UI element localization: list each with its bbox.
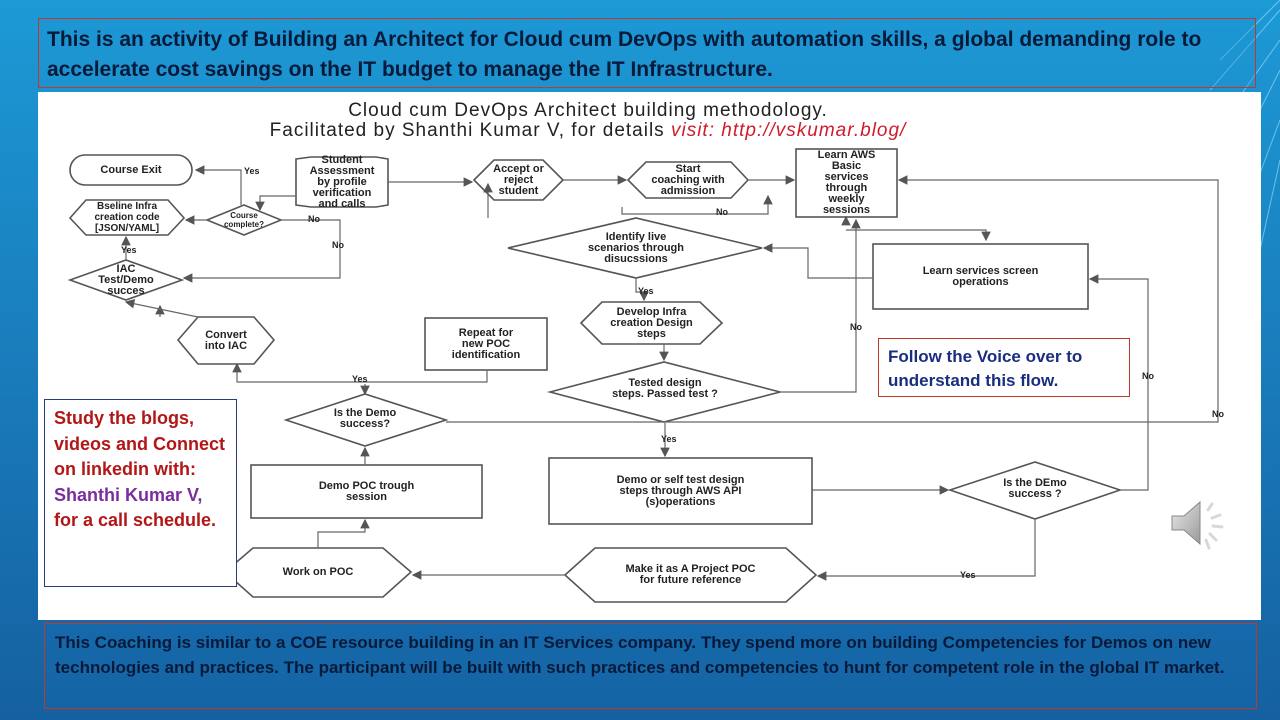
node-baseline-infra: Bseline Infra creation code [JSON/YAML] xyxy=(94,201,160,234)
edge-label-no-3: No xyxy=(716,207,728,217)
footer-text: This Coaching is similar to a COE resour… xyxy=(55,633,1225,677)
node-learn-aws: Learn AWS Basic services through weekly … xyxy=(817,149,876,216)
node-learn-screen: Learn services screen operations xyxy=(922,264,1039,288)
node-demo-poc: Demo POC trough session xyxy=(318,479,415,503)
edge-label-yes-4: Yes xyxy=(352,374,368,384)
node-develop-infra: Develop Infra creation Design steps xyxy=(610,305,693,340)
iac-test-shape xyxy=(67,259,185,301)
connectors xyxy=(121,165,1219,581)
speaker-icon[interactable] xyxy=(1168,492,1232,554)
edge-label-no-5: No xyxy=(1142,371,1154,381)
repeat-poc-shape xyxy=(424,317,548,371)
learn-aws-shape xyxy=(795,148,898,218)
demo-poc-shape xyxy=(250,464,483,519)
node-demo-self-test: Demo or self test design steps through A… xyxy=(616,474,745,508)
develop-infra-shape xyxy=(579,301,724,345)
node-iac-test: IAC Test/Demo succes xyxy=(98,262,154,297)
diagram-title-line1: Cloud cum DevOps Architect building meth… xyxy=(348,100,828,121)
header-text: This is an activity of Building an Archi… xyxy=(47,28,1202,81)
edge-label-no-2: No xyxy=(332,240,344,250)
node-project-poc: Make it as A Project POC for future refe… xyxy=(625,563,756,586)
blogs-note-name[interactable]: Shanthi Kumar V, xyxy=(54,484,203,505)
course-exit-shape xyxy=(69,154,193,186)
edge-label-no-6: No xyxy=(1212,409,1224,419)
baseline-infra-shape xyxy=(68,199,186,236)
diagram-title-line2: Facilitated by Shanthi Kumar V, for deta… xyxy=(38,120,1138,142)
edge-label-no-1: No xyxy=(308,214,320,224)
learn-screen-shape xyxy=(872,243,1089,310)
node-identify-live: Identify live scenarios through disucssi… xyxy=(588,230,684,265)
demo-success-shape xyxy=(283,393,449,447)
node-demo-success-2: Is the DEmo success ? xyxy=(1003,477,1067,500)
blogs-note-text: Study the blogs, videos and Connect on l… xyxy=(54,408,226,479)
voice-note-text: Follow the Voice over to understand this… xyxy=(888,347,1083,390)
footer-banner: This Coaching is similar to a COE resour… xyxy=(44,623,1257,709)
edge-label-yes-6: Yes xyxy=(960,570,976,580)
voice-note: Follow the Voice over to understand this… xyxy=(878,338,1130,397)
identify-live-shape xyxy=(507,217,763,279)
node-student-assessment: Student Assessment by profile verificati… xyxy=(309,153,375,210)
node-repeat-poc: Repeat for new POC identification xyxy=(451,326,521,361)
title-line2-text: Facilitated by Shanthi Kumar V, for deta… xyxy=(269,120,671,141)
work-poc-shape xyxy=(223,547,413,598)
student-assessment-shape xyxy=(295,156,389,208)
node-tested-design: Tested design steps. Passed test ? xyxy=(612,377,718,400)
flowchart-shapes xyxy=(67,148,1219,603)
edge-label-yes-5: Yes xyxy=(661,434,677,444)
node-convert-iac: Convert into IAC xyxy=(204,328,248,352)
blogs-note: Study the blogs, videos and Connect on l… xyxy=(44,399,237,587)
edge-label-yes-1: Yes xyxy=(244,166,260,176)
header-banner: This is an activity of Building an Archi… xyxy=(38,18,1256,88)
demo-self-test-shape xyxy=(548,457,813,525)
edge-label-yes-2: Yes xyxy=(121,245,137,255)
node-course-exit: Course Exit xyxy=(100,163,162,176)
blogs-note-tail: for a call schedule. xyxy=(54,510,217,530)
title-link[interactable]: visit: http://vskumar.blog/ xyxy=(670,120,907,141)
project-poc-shape xyxy=(563,547,818,603)
node-start-coaching: Start coaching with admission xyxy=(651,162,725,197)
edge-label-yes-3: Yes xyxy=(638,286,654,296)
node-demo-success: Is the Demo success? xyxy=(333,407,397,430)
node-course-complete: Course complete? xyxy=(223,211,264,229)
node-accept-reject: Accept or reject student xyxy=(493,162,544,197)
edge-label-no-4: No xyxy=(850,322,862,332)
node-work-poc: Work on POC xyxy=(282,566,354,578)
